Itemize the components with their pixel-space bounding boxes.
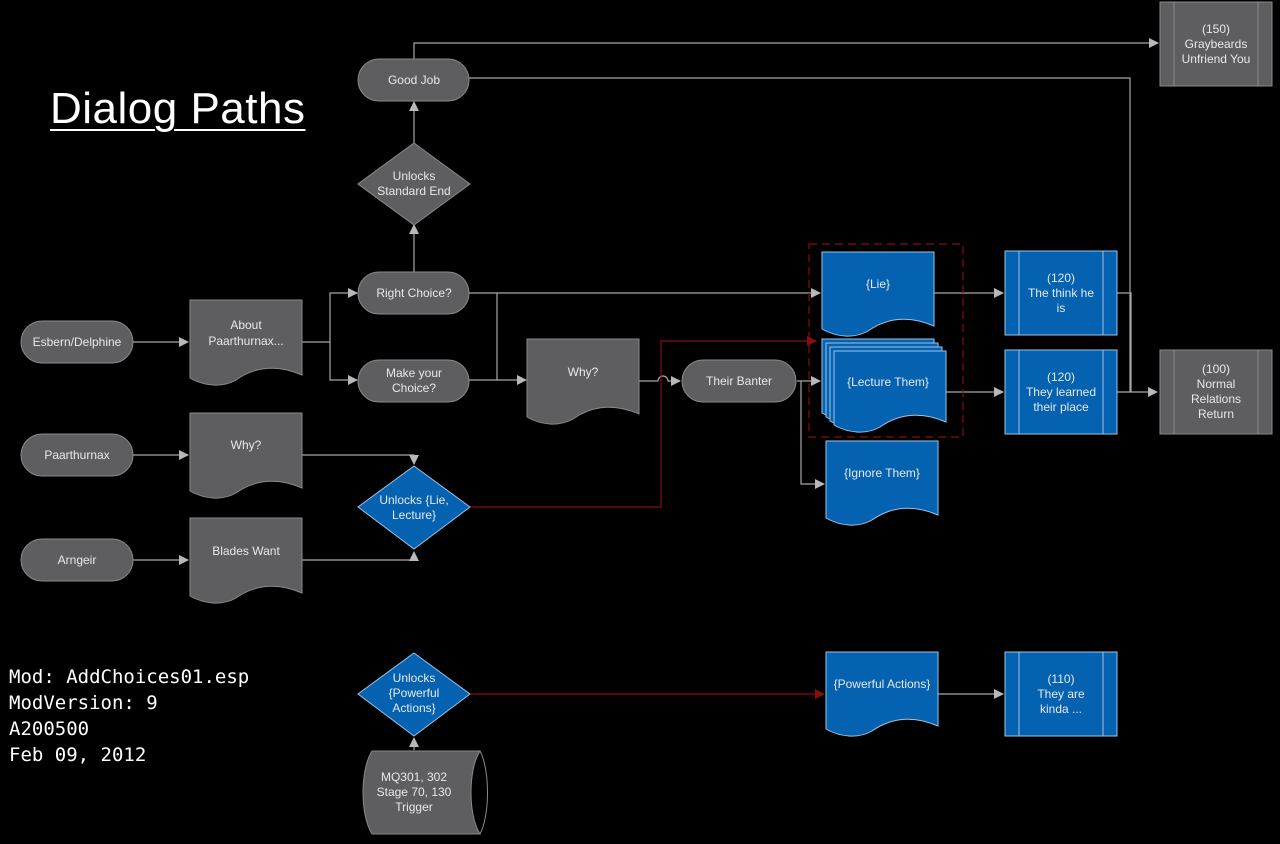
node-label: Why? [568, 365, 599, 379]
lie-lecture-group [808, 243, 964, 438]
node-label: {Powerful Actions} [834, 677, 931, 691]
node-label: Unlocks [393, 169, 436, 183]
node-label: Paarthurnax [44, 448, 109, 462]
node-label: Graybeards [1185, 37, 1248, 51]
node-arngeir[interactable]: Arngeir [20, 538, 134, 582]
node-label: kinda ... [1040, 702, 1082, 716]
mod-info: Mod: AddChoices01.esp ModVersion: 9 A200… [9, 664, 249, 768]
node-think-he-is[interactable]: (120) The think he is [1004, 250, 1118, 336]
node-label: Good Job [388, 73, 440, 87]
node-good-job[interactable]: Good Job [357, 58, 470, 102]
connector-banter-ignore [800, 381, 825, 489]
connector-goodjob-graybeards [413, 38, 1159, 59]
node-learned-place[interactable]: (120) They learned their place [1004, 349, 1118, 435]
node-powerful-actions[interactable]: {Powerful Actions} [825, 651, 939, 737]
node-label: Relations [1191, 392, 1241, 406]
mod-date: Feb 09, 2012 [9, 744, 147, 766]
node-label: (120) [1047, 271, 1075, 285]
node-label: Unlocks [393, 671, 436, 685]
node-label: Right Choice? [376, 286, 452, 300]
connector-why-banter [639, 375, 681, 386]
node-blades-want[interactable]: Blades Want [189, 517, 303, 604]
node-label: (120) [1047, 370, 1075, 384]
node-label: Their Banter [706, 374, 772, 388]
node-label: Stage 70, 130 [377, 785, 452, 799]
page-title: Dialog Paths [50, 84, 306, 133]
connector-why-unlocks-lie [302, 454, 419, 465]
node-label: Esbern/Delphine [33, 335, 122, 349]
node-mq-trigger[interactable]: MQ301, 302 Stage 70, 130 Trigger [362, 750, 488, 835]
node-label: Arngeir [58, 553, 97, 567]
node-right-choice[interactable]: Right Choice? [357, 271, 470, 315]
connector-think-normal [1117, 292, 1132, 392]
node-label: their place [1033, 400, 1089, 414]
node-about-paarthurnax[interactable]: About Paarthurnax... [189, 299, 303, 386]
node-label: MQ301, 302 [381, 770, 447, 784]
mod-name: Mod: AddChoices01.esp [9, 666, 250, 688]
node-normal-relations[interactable]: (100) Normal Relations Return [1159, 349, 1273, 435]
node-label: They are [1037, 687, 1085, 701]
connectors [133, 38, 1159, 750]
node-label: Choice? [392, 381, 436, 395]
mod-id: A200500 [9, 718, 90, 740]
node-kinda[interactable]: (110) They are kinda ... [1004, 651, 1118, 737]
node-lecture-them[interactable]: {Lecture Them} [821, 338, 947, 433]
node-label: (110) [1047, 672, 1074, 686]
node-label: (150) [1202, 22, 1230, 36]
node-unlocks-lie-lecture[interactable]: Unlocks {Lie, Lecture} [357, 465, 471, 550]
mod-version: ModVersion: 9 [9, 692, 158, 714]
node-label: Why? [231, 438, 262, 452]
node-unlocks-standard-end[interactable]: Unlocks Standard End [357, 142, 471, 226]
connector-unlocks-lie-lecture-group [470, 336, 817, 508]
node-label: (100) [1202, 362, 1230, 376]
node-unlocks-powerful[interactable]: Unlocks {Powerful Actions} [357, 652, 471, 737]
node-label: Blades Want [212, 544, 280, 558]
node-label: Unfriend You [1182, 52, 1251, 66]
node-graybeards-unfriend[interactable]: (150) Graybeards Unfriend You [1159, 1, 1273, 87]
node-label: About [230, 318, 262, 332]
connector-about-make [329, 342, 358, 385]
node-label: Return [1198, 407, 1234, 421]
connector-blades-unlocks-lie [302, 551, 419, 561]
node-label: {Ignore Them} [844, 466, 920, 480]
node-label: Normal [1197, 377, 1236, 391]
node-why-main[interactable]: Why? [526, 338, 640, 425]
node-lie[interactable]: {Lie} [821, 251, 935, 337]
node-label: Trigger [395, 800, 433, 814]
node-label: {Powerful [389, 686, 440, 700]
node-esbern-delphine[interactable]: Esbern/Delphine [20, 320, 134, 364]
node-ignore-them[interactable]: {Ignore Them} [825, 440, 939, 526]
node-label: Standard End [377, 184, 450, 198]
node-label: Paarthurnax... [208, 334, 283, 348]
connector-about-right [302, 288, 358, 343]
node-label: {Lie} [866, 277, 890, 291]
node-label: They learned [1026, 385, 1096, 399]
node-why-paarthurnax[interactable]: Why? [189, 412, 303, 499]
node-label: Actions} [392, 701, 435, 715]
node-label: The think he [1028, 286, 1094, 300]
node-label: Make your [386, 366, 442, 380]
connector-goodjob-normal [469, 77, 1131, 392]
node-label: Lecture} [392, 508, 436, 522]
node-label: Unlocks {Lie, [379, 493, 448, 507]
node-label: is [1057, 301, 1066, 315]
node-their-banter[interactable]: Their Banter [681, 359, 797, 403]
node-label: {Lecture Them} [847, 375, 929, 389]
node-paarthurnax[interactable]: Paarthurnax [20, 433, 134, 477]
node-make-your-choice[interactable]: Make your Choice? [357, 359, 470, 403]
